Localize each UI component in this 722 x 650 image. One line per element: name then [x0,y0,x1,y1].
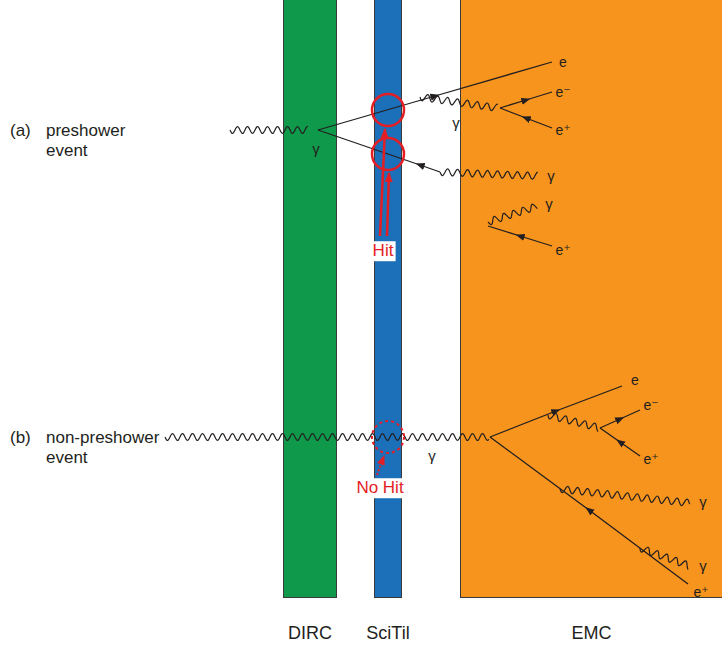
electron-track [318,62,552,130]
hit-label: Hit [371,241,396,261]
hit-arrow [380,129,385,236]
positron-track [318,130,440,172]
particle-label: γ [312,140,320,157]
event-tag: (b) [10,428,31,448]
hit-circle [372,138,404,170]
hit-circle [372,94,404,126]
photon-wave [640,547,688,569]
positron-track [488,226,552,246]
photon-wave [548,413,598,431]
particle-label: e⁻ [555,84,570,100]
detector-name: SciTil [366,623,409,644]
electron-track [600,410,640,428]
hit-markers [372,94,404,475]
positron-track [500,108,552,128]
photon-wave [165,434,489,441]
photon-wave [488,204,537,224]
particle-label: γ [545,195,553,212]
particle-label: γ [547,167,555,184]
hit-arrow [387,173,389,236]
event-type: non-preshower event [46,428,161,467]
particle-label: e⁺ [555,122,570,138]
particle-label: γ [452,114,460,131]
particle-label: e [559,54,567,70]
particle-tracks [318,62,688,584]
photon-wave [560,486,690,505]
photon-wave [230,126,308,133]
photon-wave [420,95,498,111]
particle-label: γ [428,447,436,464]
scitil-bar: SciTil [374,0,402,598]
no-hit-arrow [377,456,384,475]
detector-name: DIRC [288,623,332,644]
positron-track [490,437,688,584]
no-hit-circle [372,421,404,453]
particle-label: γ [699,557,707,574]
particle-label: e [631,372,639,388]
particle-label: e⁻ [643,397,658,413]
photon-waves [165,95,690,570]
particle-label: e⁺ [693,584,708,600]
positron-track [600,428,640,456]
electron-track [500,92,552,108]
particle-label: e⁺ [643,451,658,467]
photon-wave [440,169,538,179]
event-type: preshower event [46,121,141,160]
event-tag: (a) [10,121,31,141]
emc-bar: EMC [460,0,722,598]
particle-label: e⁺ [555,242,570,258]
no-hit-label: No Hit [354,478,405,498]
detector-name: EMC [572,623,612,644]
particle-label: γ [699,493,707,510]
dirc-bar: DIRC [283,0,337,598]
